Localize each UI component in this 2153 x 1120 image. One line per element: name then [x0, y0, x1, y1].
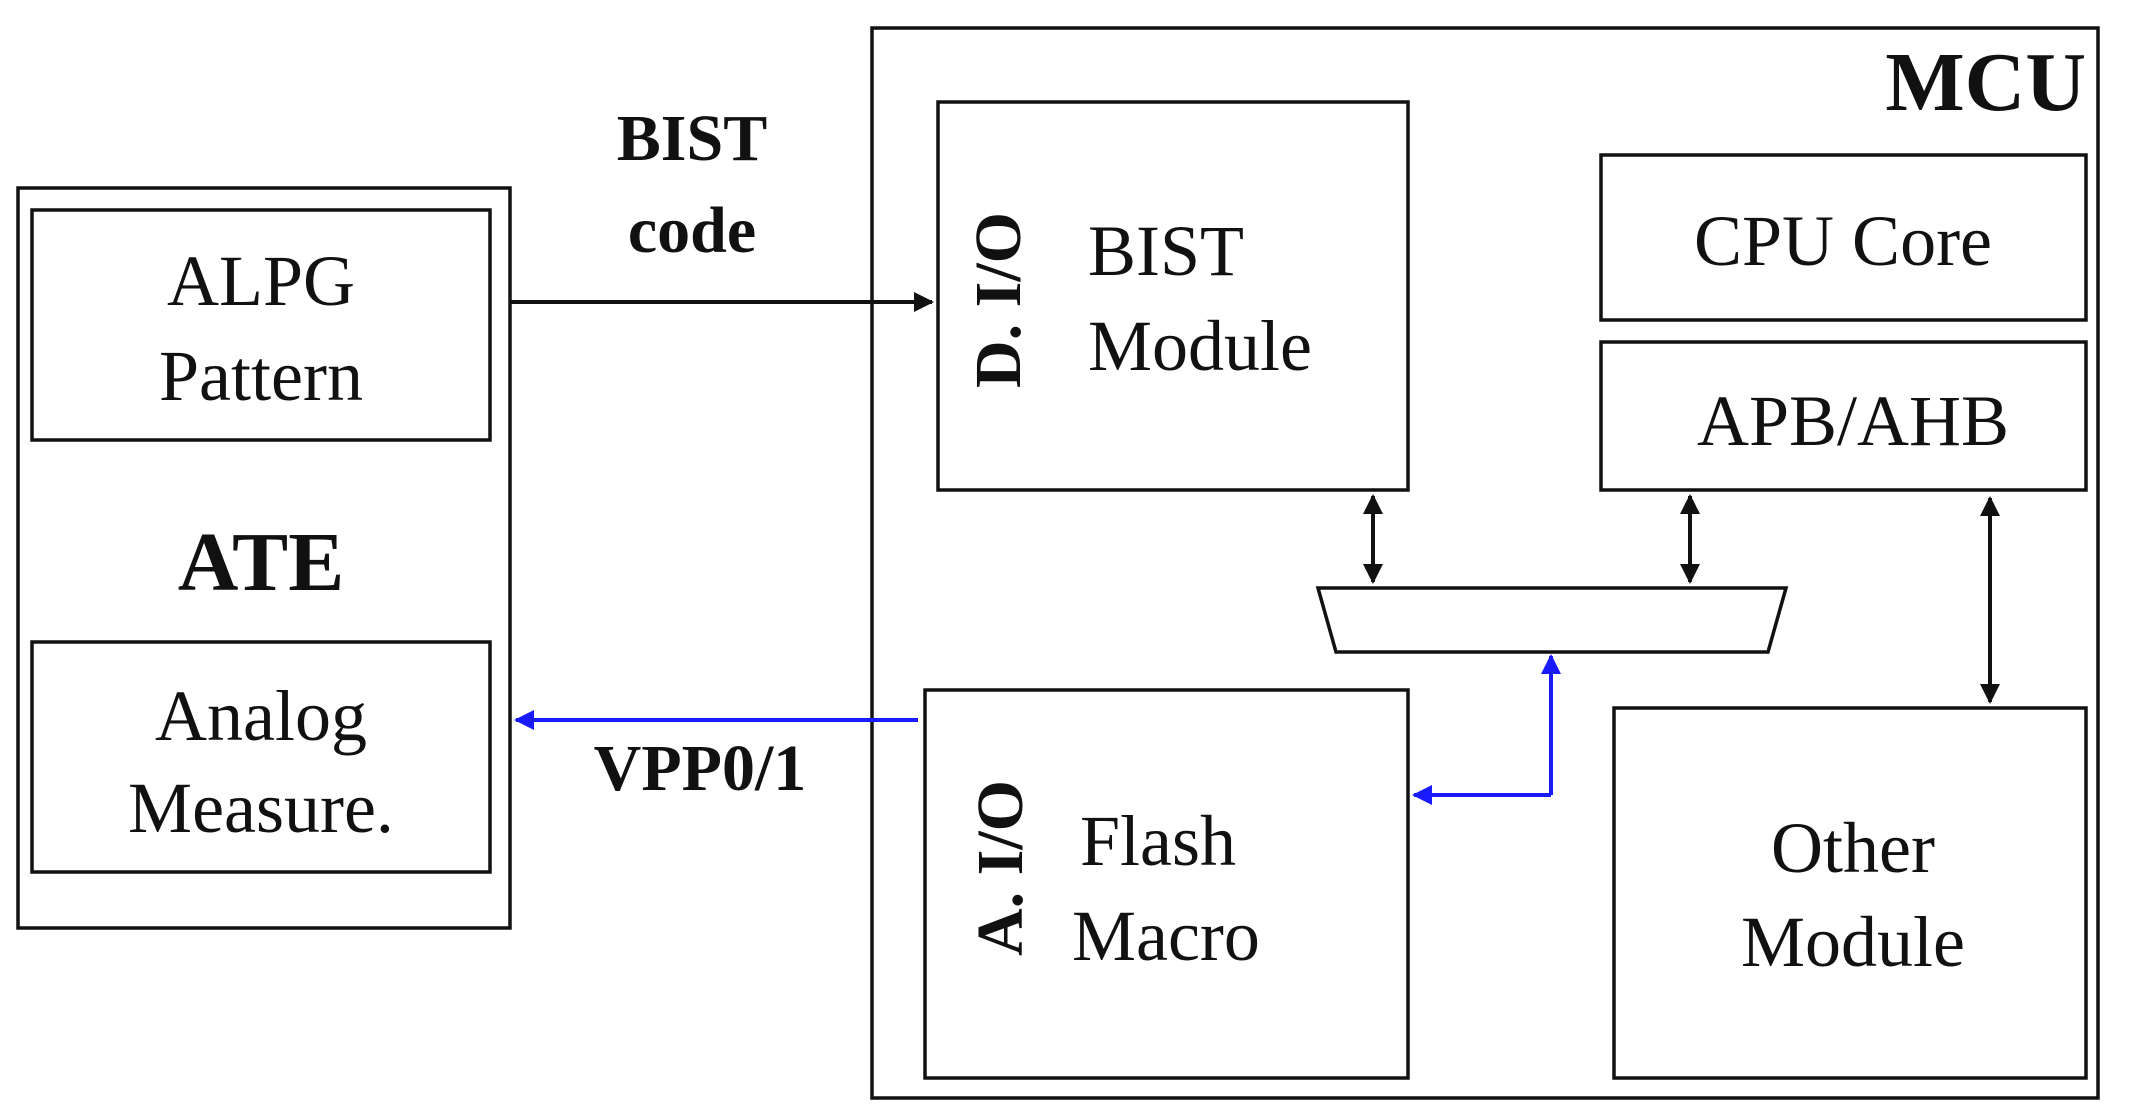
vpp-label: VPP0/1 [594, 732, 807, 805]
bist-code-label-line1: BIST [617, 102, 767, 175]
analog-io-label: A. I/O [964, 780, 1037, 956]
alpg-label-line1: ALPG [167, 241, 355, 321]
apb-ahb-box [1599, 340, 2088, 492]
ate-block: ALPG Pattern ATE Analog Measure. [16, 186, 512, 930]
multiplexer [1315, 586, 1789, 654]
analog-measure-box [30, 640, 492, 874]
other-module-line1: Other [1771, 808, 1935, 888]
cpu-core-label: CPU Core [1694, 201, 1992, 281]
mcu-block: MCU D. I/O BIST Module CPU Core APB/AHB … [870, 26, 2100, 1100]
apb-ahb-label: APB/AHB [1697, 381, 2009, 461]
alpg-label-line2: Pattern [159, 336, 363, 416]
bist-module-box [936, 100, 1410, 492]
analog-label-line1: Analog [155, 676, 367, 756]
bist-code-label-line2: code [628, 194, 756, 267]
ate-title: ATE [178, 516, 344, 609]
flash-macro-line1: Flash [1080, 801, 1236, 881]
digital-io-label: D. I/O [962, 212, 1035, 388]
bist-module-line1: BIST [1088, 211, 1244, 291]
other-module-box [1612, 706, 2088, 1080]
mcu-title: MCU [1885, 36, 2086, 129]
flash-macro-box [923, 688, 1410, 1080]
bist-module-line2: Module [1088, 306, 1312, 386]
flash-macro-line2: Macro [1072, 896, 1260, 976]
cpu-core-box [1599, 153, 2088, 322]
alpg-pattern-box [30, 208, 492, 442]
other-module-line2: Module [1741, 902, 1965, 982]
analog-label-line2: Measure. [128, 768, 394, 848]
